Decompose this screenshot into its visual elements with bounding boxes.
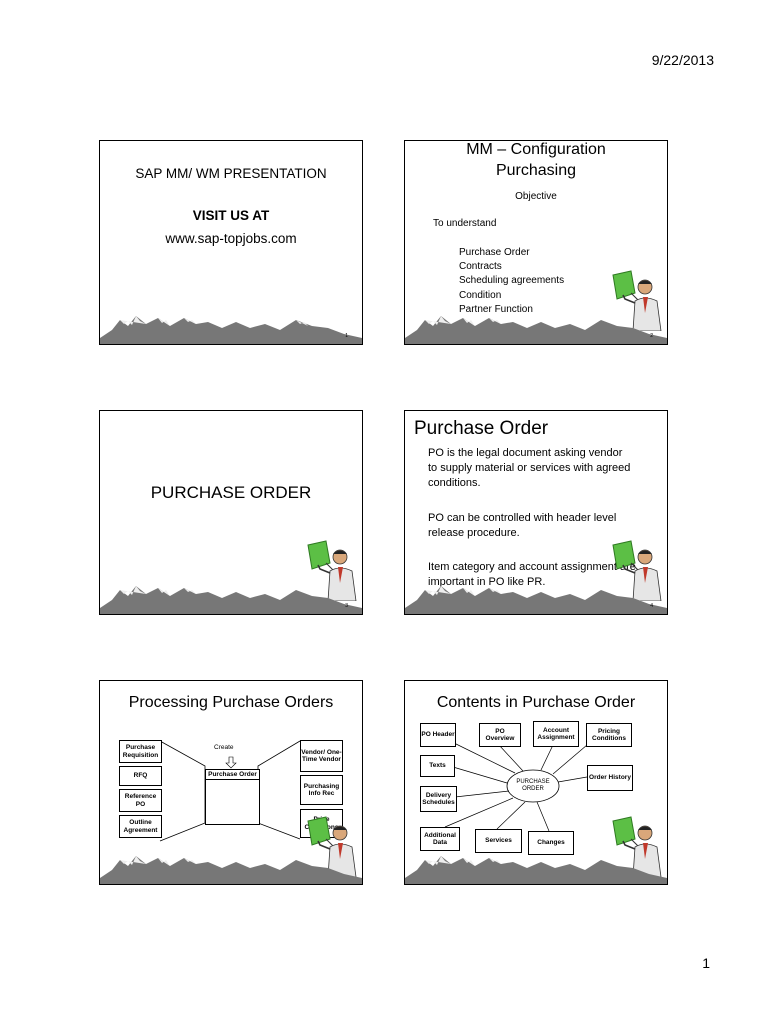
- slide-4-title: Purchase Order: [414, 418, 549, 439]
- slide-3: PURCHASE ORDER 3: [99, 410, 363, 615]
- teacher-clipart-icon: [612, 540, 662, 601]
- order-history-box: Order History: [587, 765, 633, 791]
- slide-4: Purchase Order PO is the legal document …: [404, 410, 668, 615]
- slide-1-line3: www.sap-topjobs.com: [165, 231, 297, 246]
- changes-box: Changes: [528, 831, 574, 855]
- slide-number: 4: [650, 603, 653, 609]
- slide-3-title: PURCHASE ORDER: [150, 483, 312, 502]
- mountain-graphic: [100, 856, 362, 884]
- list-item: Purchase Order: [459, 247, 530, 258]
- slide-2-subtitle: Objective: [515, 191, 557, 202]
- teacher-clipart-icon: [307, 816, 357, 877]
- purchasing-info-rec-box: Purchasing Info Rec: [300, 775, 343, 805]
- slide-2-intro: To understand: [433, 218, 497, 229]
- teacher-clipart-icon: [307, 540, 357, 601]
- slide-number: 1: [345, 333, 348, 339]
- slide-6: Contents in Purchase Order PURCHASE ORDE…: [404, 680, 668, 885]
- slide-2: MM – Configuration Purchasing Objective …: [404, 140, 668, 345]
- purchase-order-ellipse-label: PURCHASE ORDER: [516, 779, 550, 792]
- slide-2-list: Purchase Order Contracts Scheduling agre…: [459, 246, 564, 317]
- slide-4-para1: PO is the legal document asking vendor t…: [428, 447, 631, 489]
- list-item: Partner Function: [459, 303, 533, 315]
- pricing-conditions-box: Pricing Conditions: [586, 723, 632, 747]
- slide-number: 3: [345, 603, 348, 609]
- mountain-graphic: [405, 316, 667, 344]
- mountain-graphic: [100, 586, 362, 614]
- purchase-order-label: Purchase Order: [206, 770, 259, 781]
- mountain-graphic: [405, 586, 667, 614]
- po-overview-box: PO Overview: [479, 723, 521, 747]
- mountain-graphic: [405, 856, 667, 884]
- teacher-clipart-icon: [612, 816, 662, 877]
- contents-connectors: [444, 742, 588, 832]
- rfq-box: RFQ: [119, 766, 162, 786]
- po-header-box: PO Header: [420, 723, 456, 747]
- vendor-box: Vendor/ One-Time Vendor: [300, 740, 343, 772]
- reference-po-box: Reference PO: [119, 789, 162, 812]
- slide-5: Processing Purchase Orders Purchase Requ…: [99, 680, 363, 885]
- purchase-order-box: Purchase Order: [205, 769, 260, 825]
- teacher-clipart-icon: [612, 270, 662, 331]
- create-label: Create: [214, 744, 234, 751]
- slide-4-para2: PO can be controlled with header level r…: [428, 512, 617, 539]
- slide-6-title: Contents in Purchase Order: [436, 694, 636, 711]
- list-item: Scheduling agreements: [459, 275, 565, 287]
- list-item: Condition: [459, 289, 502, 301]
- slide-4-para3: Item category and account assignment are…: [428, 561, 636, 588]
- page-number: 1: [702, 955, 710, 971]
- additional-data-box: Additional Data: [420, 827, 460, 851]
- outline-agreement-box: Outline Agreement: [119, 815, 162, 838]
- slide-1-line2: VISIT US AT: [192, 208, 270, 223]
- slide-2-title: MM – Configuration Purchasing: [405, 141, 667, 181]
- list-item: Contracts: [459, 261, 502, 273]
- slide-5-title: Processing Purchase Orders: [128, 694, 334, 711]
- services-box: Services: [475, 829, 522, 853]
- mountain-graphic: [100, 316, 362, 344]
- account-assignment-box: Account Assignment: [533, 721, 579, 747]
- delivery-schedules-box: Delivery Schedules: [420, 786, 457, 812]
- slide-1-line1: SAP MM/ WM PRESENTATION: [135, 166, 327, 181]
- purchase-requisition-box: Purchase Requisition: [119, 740, 162, 763]
- slide-2-title-line1: MM – Configuration: [466, 141, 606, 158]
- slide-2-title-line2: Purchasing: [495, 162, 577, 179]
- slide-number: 2: [650, 333, 653, 339]
- slide-1: SAP MM/ WM PRESENTATION VISIT US AT www.…: [99, 140, 363, 345]
- texts-box: Texts: [420, 755, 455, 777]
- header-date: 9/22/2013: [651, 52, 714, 68]
